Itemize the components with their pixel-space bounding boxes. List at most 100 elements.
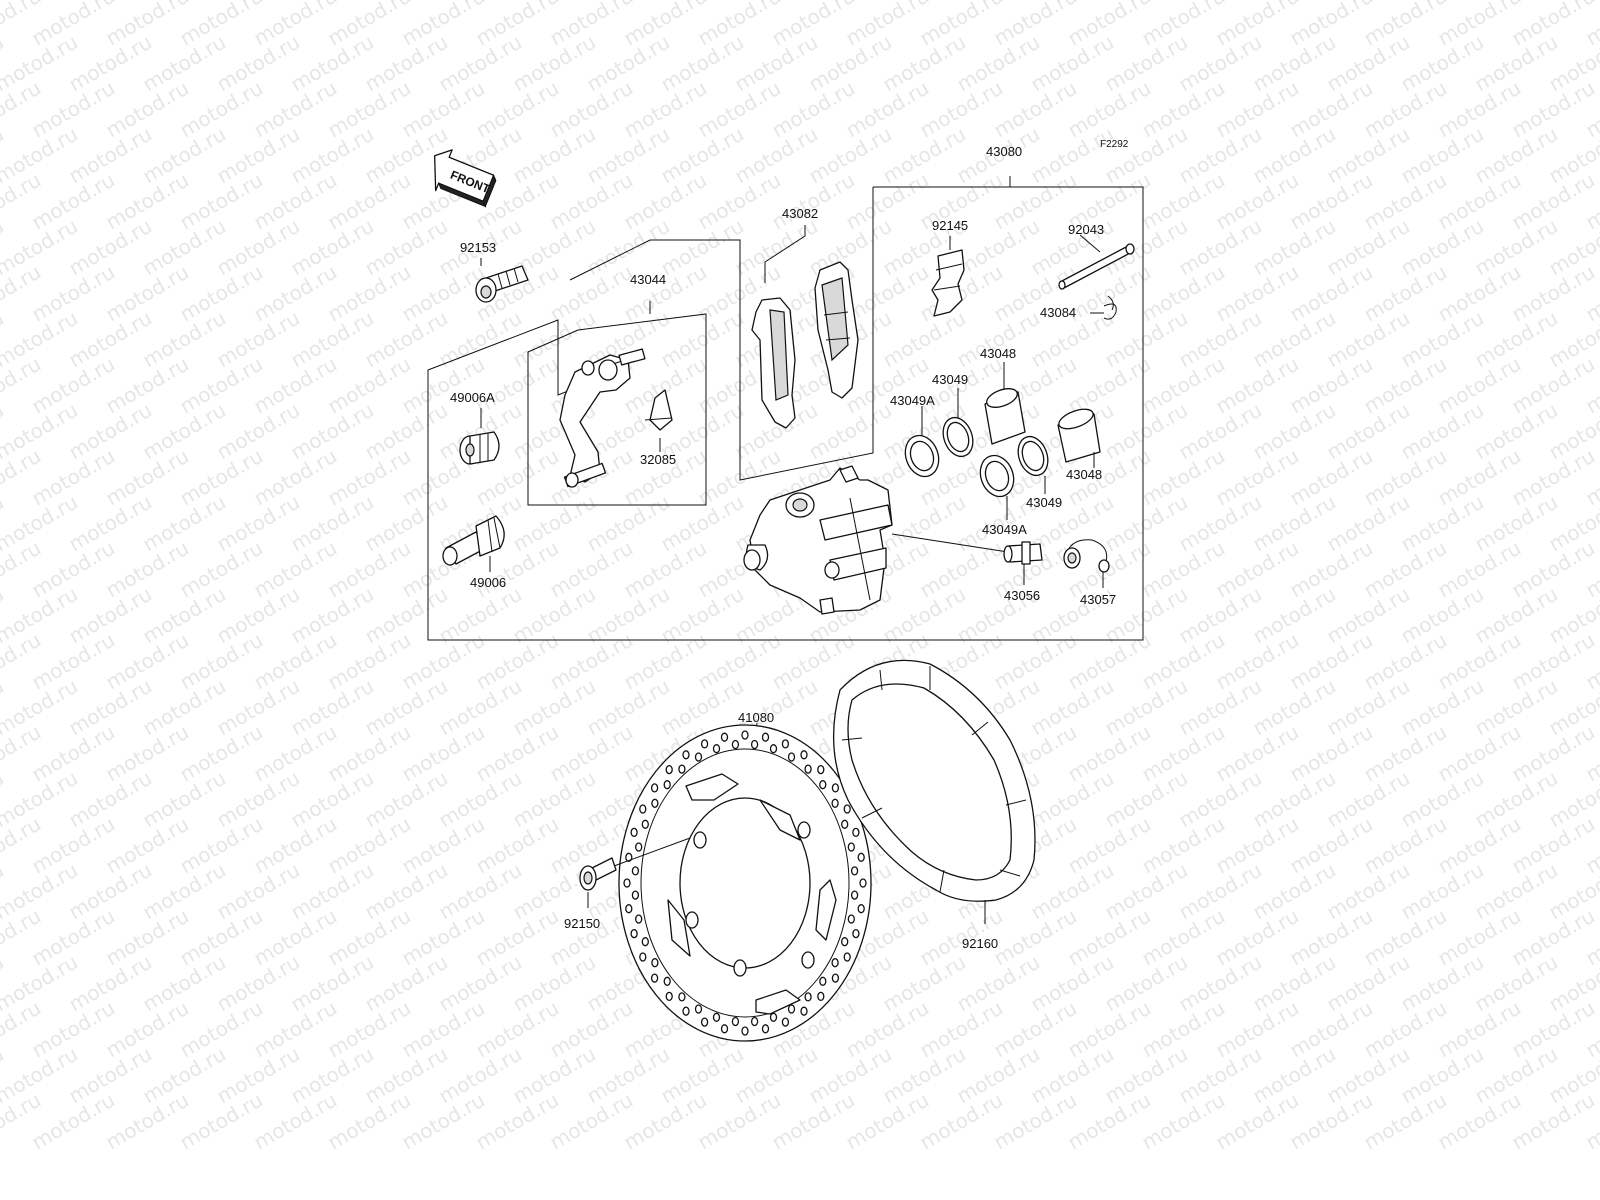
piston-seals <box>904 362 1101 520</box>
front-arrow-icon: FRONT <box>434 149 497 208</box>
disc-hole <box>819 780 827 790</box>
disc-hole <box>787 1004 796 1014</box>
disc-hole <box>651 958 659 968</box>
disc-hole <box>663 976 671 986</box>
part-number-92145[interactable]: 92145 <box>932 218 968 233</box>
disc-hole <box>631 866 640 876</box>
disc-hole <box>663 780 671 790</box>
disc-hole <box>843 804 851 814</box>
disc-hole <box>831 798 839 808</box>
disc-hole <box>694 1004 703 1014</box>
disc-hole <box>630 928 638 939</box>
caliper-body-icon <box>743 465 1009 615</box>
disc-hole <box>731 739 740 750</box>
disc-hole <box>841 937 849 947</box>
disc-hole <box>850 866 859 876</box>
disc-hole <box>843 952 851 962</box>
disc-hole <box>800 750 808 760</box>
part-number-41080[interactable]: 41080 <box>738 710 774 725</box>
part-number-43049-top[interactable]: 43049 <box>932 372 968 387</box>
part-number-92153[interactable]: 92153 <box>460 240 496 255</box>
part-number-43049A-bottom[interactable]: 43049A <box>982 522 1027 537</box>
pad-spring-icon <box>931 236 965 317</box>
part-number-43048-top[interactable]: 43048 <box>980 346 1016 361</box>
disc-hole <box>665 764 673 775</box>
disc-hole <box>639 952 647 962</box>
pin-clip-icon <box>1090 295 1117 320</box>
part-number-43049A-top[interactable]: 43049A <box>890 393 935 408</box>
disc-hole <box>831 783 840 793</box>
part-number-32085[interactable]: 32085 <box>640 452 676 467</box>
disc-hole <box>731 1016 740 1027</box>
disc-hole <box>630 827 638 838</box>
disc-hole <box>665 991 673 1002</box>
disc-guard-icon <box>833 659 1036 924</box>
disc-hole <box>787 752 796 762</box>
disc-hole <box>781 739 790 749</box>
disc-hole <box>712 1012 721 1022</box>
disc-hole <box>841 819 849 829</box>
bracket-subframe <box>527 301 707 506</box>
disc-hole <box>650 783 659 793</box>
disc-hole <box>678 764 686 774</box>
disc-hole <box>682 750 690 760</box>
caliper-bracket-icon <box>559 348 646 488</box>
disc-hole <box>819 976 827 986</box>
disc-hole <box>700 739 709 749</box>
figure-code: F2292 <box>1100 139 1129 150</box>
disc-hole <box>804 992 812 1002</box>
part-number-43057[interactable]: 43057 <box>1080 592 1116 607</box>
disc-hole <box>641 819 649 829</box>
disc-hole <box>641 937 649 947</box>
disc-hole <box>769 1012 778 1022</box>
disc-hole <box>651 798 659 808</box>
part-number-43084[interactable]: 43084 <box>1040 305 1076 320</box>
part-number-92150[interactable]: 92150 <box>564 916 600 931</box>
disc-hole <box>623 878 631 888</box>
disc-hole <box>852 928 860 939</box>
disc-hole <box>625 852 633 862</box>
disc-hole <box>804 764 812 774</box>
caliper-bolt-icon <box>475 258 529 303</box>
part-number-43048-bottom[interactable]: 43048 <box>1066 467 1102 482</box>
disc-hole <box>847 914 855 924</box>
disc-hole <box>761 1024 770 1034</box>
disc-hole <box>631 890 640 900</box>
disc-hole <box>750 1016 759 1027</box>
disc-hole <box>750 739 759 750</box>
disc-vent-holes <box>623 730 867 1036</box>
disc-hole <box>678 992 686 1002</box>
disc-hole <box>741 1026 749 1036</box>
part-number-92160[interactable]: 92160 <box>962 936 998 951</box>
bleed-cap-icon <box>1063 539 1110 588</box>
disc-hole <box>852 827 860 838</box>
part-number-43056[interactable]: 43056 <box>1004 588 1040 603</box>
brake-disc-icon <box>613 722 872 1042</box>
disc-hole <box>635 914 643 924</box>
disc-hole <box>741 730 749 740</box>
disc-hole <box>700 1017 709 1027</box>
disc-hole <box>712 744 721 754</box>
part-number-92043[interactable]: 92043 <box>1068 222 1104 237</box>
disc-hole <box>857 904 865 914</box>
part-labels: 43080 43082 92145 92043 43084 92153 4304… <box>450 144 1116 951</box>
disc-hole <box>817 764 825 775</box>
disc-hole <box>800 1006 808 1016</box>
disc-hole <box>831 973 840 983</box>
part-number-49006[interactable]: 49006 <box>470 575 506 590</box>
disc-hole <box>781 1017 790 1027</box>
part-number-49006A[interactable]: 49006A <box>450 390 495 405</box>
disc-hole <box>682 1006 690 1016</box>
disc-hole <box>847 842 855 852</box>
disc-hole <box>831 958 839 968</box>
bleed-valve-icon <box>1003 541 1043 585</box>
part-number-43049-bottom[interactable]: 43049 <box>1026 495 1062 510</box>
part-number-43082[interactable]: 43082 <box>782 206 818 221</box>
part-number-43080[interactable]: 43080 <box>986 144 1022 159</box>
pad-pin-icon <box>1058 234 1135 290</box>
disc-hole <box>650 973 659 983</box>
disc-hole <box>769 744 778 754</box>
part-number-43044[interactable]: 43044 <box>630 272 666 287</box>
disc-hole <box>639 804 647 814</box>
brake-pads <box>751 225 859 429</box>
